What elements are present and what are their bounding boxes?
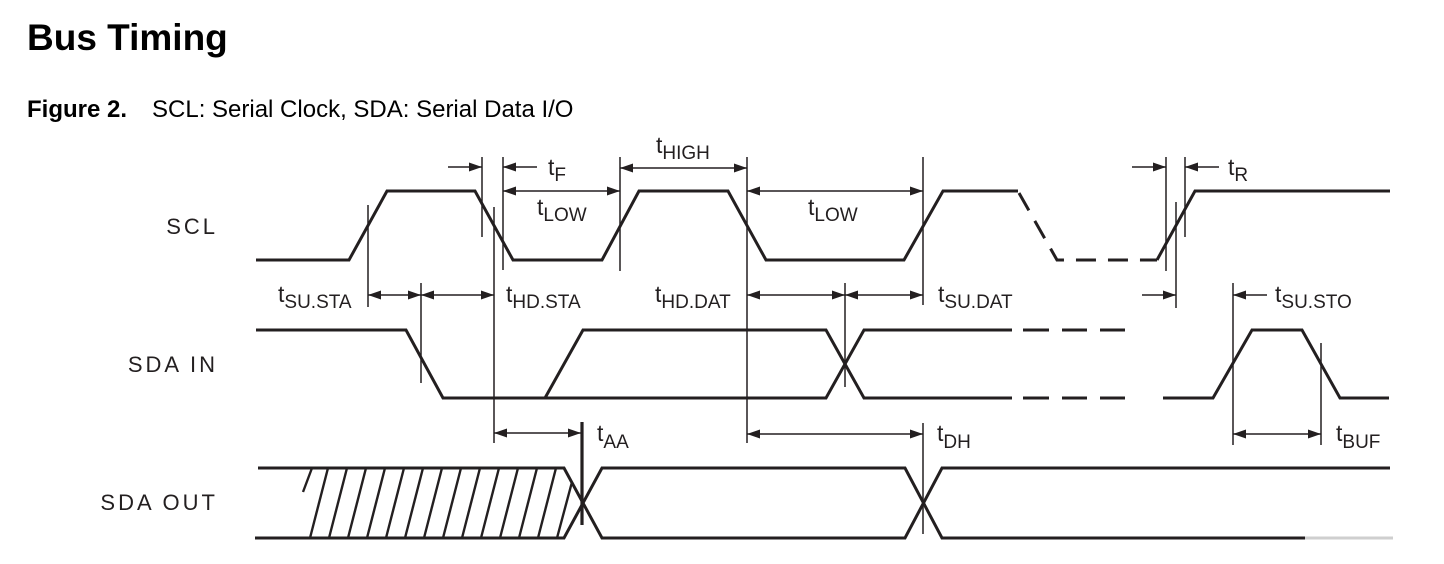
timing-subscript: R: [1234, 165, 1248, 186]
hatch-line: [365, 467, 387, 539]
timing-subscript: LOW: [543, 205, 586, 226]
sda-in-start-fall: [256, 328, 1012, 400]
timing-label-tsu-sto: tSU.STO: [1275, 281, 1352, 313]
timing-symbol: t: [937, 420, 944, 446]
figure-caption: SCL: Serial Clock, SDA: Serial Data I/O: [152, 96, 573, 123]
hatch-line: [517, 467, 539, 539]
timing-label-tlow-2: tLOW: [808, 194, 858, 226]
sda-out-undefined-hatch: [301, 467, 574, 539]
hatch-line: [384, 467, 406, 539]
timing-label-tdh: tDH: [937, 420, 971, 453]
timing-symbol: t: [938, 281, 945, 307]
timing-symbol: t: [537, 194, 544, 220]
timing-label-thigh: tHIGH: [656, 132, 710, 164]
timing-label-thd-dat: tHD.DAT: [655, 281, 731, 313]
signal-label-sda-in: SDA IN: [128, 352, 218, 377]
hatch-line: [422, 467, 444, 539]
signal-label-scl: SCL: [166, 214, 218, 239]
timing-symbol: t: [656, 132, 663, 158]
timing-subscript: DH: [943, 432, 970, 453]
timing-subscript: F: [554, 165, 566, 186]
sda-in-stop-pulse: [1163, 328, 1389, 400]
hatch-line: [403, 467, 425, 539]
sda-in-waveform: [256, 328, 1389, 400]
hatch-line: [555, 481, 574, 539]
timing-symbol: t: [548, 154, 555, 180]
page-title: Bus Timing: [27, 17, 228, 58]
timing-subscript: BUF: [1342, 432, 1380, 453]
timing-label-thd-sta: tHD.STA: [506, 281, 581, 313]
timing-subscript: HD.STA: [512, 292, 581, 313]
scl-final-rise-trace: [1155, 189, 1390, 261]
timing-subscript: AA: [603, 432, 629, 453]
hatch-line: [301, 467, 314, 493]
hatch-line: [536, 467, 558, 539]
timing-subscript: SU.DAT: [944, 292, 1013, 313]
timing-label-tsu-sta: tSU.STA: [278, 281, 352, 313]
sda-out-lower-trace: [255, 466, 1305, 540]
timing-symbol: t: [597, 420, 604, 446]
timing-symbol: t: [808, 194, 815, 220]
hatch-line: [479, 467, 501, 539]
timing-symbol: t: [1336, 420, 1343, 446]
timing-subscript: HIGH: [662, 143, 710, 164]
timing-label-tr: tR: [1228, 154, 1248, 186]
dimension-arrows: [368, 162, 1321, 439]
timing-subscript: HD.DAT: [661, 292, 731, 313]
timing-symbol: t: [506, 281, 513, 307]
hatch-line: [498, 467, 520, 539]
sda-in-data-high: [543, 328, 1012, 400]
hatch-line: [327, 467, 349, 539]
signal-label-sda-out: SDA OUT: [100, 490, 218, 515]
timing-subscript: SU.STA: [284, 292, 352, 313]
figure-label: Figure 2.: [27, 96, 127, 123]
timing-label-tf: tF: [548, 154, 566, 186]
sda-out-upper-trace: [258, 466, 1390, 540]
hatch-line: [308, 467, 330, 539]
hatch-line: [441, 467, 463, 539]
timing-symbol: t: [1275, 281, 1282, 307]
timing-symbol: t: [1228, 154, 1235, 180]
timing-labels: tF tLOW tHIGH tLOW tR tSU.STA tHD.STA tH…: [278, 132, 1380, 453]
timing-symbol: t: [278, 281, 285, 307]
sda-out-waveform: [255, 466, 1393, 540]
timing-label-tlow-1: tLOW: [537, 194, 587, 226]
timing-subscript: SU.STO: [1281, 292, 1351, 313]
scl-dashed-trace: [1017, 192, 1157, 262]
hatch-line: [346, 467, 368, 539]
hatch-line: [460, 467, 482, 539]
timing-label-taa: tAA: [597, 420, 629, 453]
scl-solid-trace: [256, 189, 1018, 262]
reference-lines: [367, 157, 1322, 534]
timing-label-tsu-dat: tSU.DAT: [938, 281, 1013, 313]
timing-subscript: LOW: [814, 205, 857, 226]
timing-symbol: t: [655, 281, 662, 307]
timing-label-tbuf: tBUF: [1336, 420, 1380, 453]
